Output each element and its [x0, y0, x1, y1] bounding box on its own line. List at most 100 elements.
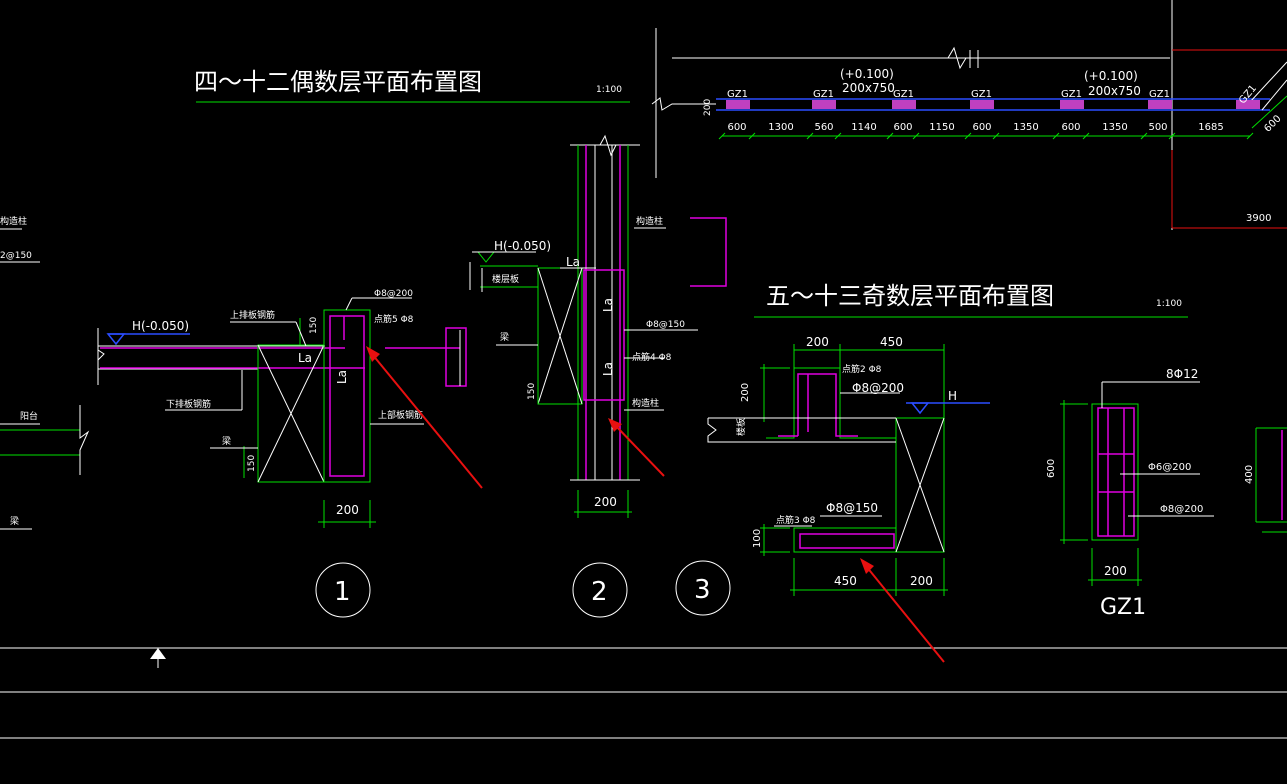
d3-dim-450-b: 450	[834, 574, 857, 588]
gz-marker-5	[1060, 100, 1084, 109]
d1-la-h: La	[298, 351, 312, 365]
gz-label-2: GZ1	[813, 89, 834, 100]
d2-column2: 构造柱	[632, 397, 659, 409]
detail-3-section	[675, 344, 990, 616]
d3-number: 3	[694, 575, 711, 605]
north-arrow-icon	[150, 648, 166, 668]
d1-number: 1	[334, 577, 351, 607]
dim-2: 1300	[768, 122, 793, 133]
dim-tick	[1082, 132, 1090, 140]
d1-stirrup: Φ8@200	[374, 289, 413, 299]
beam-note-2: (+0.100)	[1084, 69, 1138, 83]
gz-label-1: GZ1	[727, 89, 748, 100]
dim-tick	[806, 132, 814, 140]
detail-2-section	[469, 134, 727, 618]
d1-beam: 梁	[222, 435, 231, 447]
dim-9: 600	[1061, 122, 1080, 133]
d2-level: H(-0.050)	[494, 239, 551, 253]
dim-tick	[964, 132, 972, 140]
dim-8: 1350	[1013, 122, 1038, 133]
d2-corner-bars: 点筋4 Φ8	[632, 351, 672, 363]
d1-dim-150-bot: 150	[247, 455, 257, 472]
gz1-tie1: Φ6@200	[1148, 462, 1191, 473]
d1-dim-200: 200	[336, 503, 359, 517]
d1-bottom-rebar: 下排板钢筋	[166, 398, 211, 410]
scale-even: 1:100	[596, 85, 622, 95]
gz-label-4: GZ1	[971, 89, 992, 100]
beam-size-2: 200x750	[1088, 84, 1141, 98]
gz-marker-1	[726, 100, 750, 109]
d1-level: H(-0.050)	[132, 319, 189, 333]
title-even-floors: 四～十二偶数层平面布置图	[194, 68, 482, 96]
left-label-balcony: 阳台	[20, 410, 38, 422]
d3-stirrup2: Φ8@150	[826, 501, 878, 515]
dim-tick	[1246, 132, 1254, 140]
d1-dim-150-top: 150	[309, 317, 319, 334]
dim-tick	[1168, 132, 1176, 140]
dim-6: 1150	[929, 122, 954, 133]
d1-upper-rebar: 上部板钢筋	[378, 409, 423, 421]
gz-marker-6	[1148, 100, 1172, 109]
dim-tick	[886, 132, 894, 140]
gz-label-3: GZ1	[893, 89, 914, 100]
gz-label-5: GZ1	[1061, 89, 1082, 100]
dim-3: 560	[814, 122, 833, 133]
dim-tick	[992, 132, 1000, 140]
gz1-section	[1060, 381, 1287, 586]
d3-stirrup: Φ8@200	[852, 381, 904, 395]
d3-dim-200-b: 200	[910, 574, 933, 588]
gz-label-6: GZ1	[1149, 89, 1170, 100]
gz1-height: 600	[1046, 459, 1057, 478]
dim-11: 500	[1148, 122, 1167, 133]
gz-marker-2	[812, 100, 836, 109]
d2-column: 构造柱	[636, 215, 663, 227]
d3-dim-200: 200	[806, 335, 829, 349]
title-odd-floors: 五～十三奇数层平面布置图	[766, 282, 1054, 310]
d3-level: H	[948, 389, 957, 403]
beam-size-1: 200x750	[842, 81, 895, 95]
d2-dim-150: 150	[527, 383, 537, 400]
dim-tick	[1052, 132, 1060, 140]
dim-10: 1350	[1102, 122, 1127, 133]
d1-corner-bars: 点筋5 Φ8	[374, 313, 414, 325]
left-slab-break	[0, 405, 90, 475]
d1-la-v: La	[335, 370, 349, 384]
scale-odd: 1:100	[1156, 299, 1182, 309]
annotation-arrows	[366, 346, 945, 663]
d2-la-v2: La	[601, 362, 615, 376]
left-label-beam: 梁	[10, 515, 19, 527]
dim-7: 600	[972, 122, 991, 133]
plan-top-strip	[651, 0, 1287, 230]
d3-corner-bars: 点筋2 Φ8	[842, 363, 882, 375]
d3-corner-bars2: 点筋3 Φ8	[776, 514, 816, 526]
d2-slab: 楼层板	[492, 273, 519, 285]
wall-thickness: 200	[703, 99, 713, 116]
d3-dim-200-v: 200	[740, 383, 751, 402]
d2-la-v1: La	[601, 298, 615, 312]
left-label-spacing: 2@150	[0, 251, 32, 261]
dim-tick	[912, 132, 920, 140]
d2-stirrup: Φ8@150	[646, 320, 685, 330]
beam-note-1: (+0.100)	[840, 67, 894, 81]
left-label-column: 构造柱	[0, 215, 27, 227]
d2-beam: 梁	[500, 331, 509, 343]
gz1-right-dim: 400	[1244, 465, 1255, 484]
dim-tick	[718, 132, 726, 140]
d3-dim-100: 100	[752, 529, 763, 548]
dim-tick	[748, 132, 756, 140]
gz1-width: 200	[1104, 564, 1127, 578]
gz1-main-bars: 8Φ12	[1166, 367, 1198, 381]
d3-dim-450: 450	[880, 335, 903, 349]
d2-la-top: La	[566, 255, 580, 269]
drawing-frame-lines	[0, 647, 1287, 739]
d3-slab: 楼板	[735, 418, 747, 436]
gz-marker-7	[1236, 100, 1260, 109]
detail-1-section	[97, 297, 467, 618]
gz1-tie2: Φ8@200	[1160, 504, 1203, 515]
d2-dim-200: 200	[594, 495, 617, 509]
gz-marker-3	[892, 100, 916, 109]
dim-1: 600	[727, 122, 746, 133]
dim-12: 1685	[1198, 122, 1223, 133]
